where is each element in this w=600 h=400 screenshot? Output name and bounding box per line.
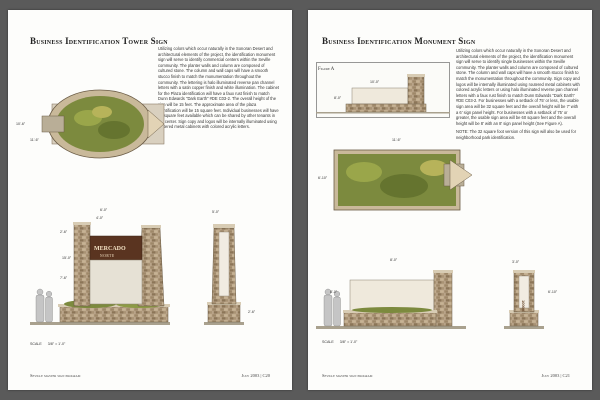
dim-label: 11'-6" [392,138,401,142]
figure-label: Figure A [318,67,335,72]
description-text: Utilizing colors which occur naturally i… [158,46,280,133]
scale-value: 3/8" = 1'-0" [339,340,358,344]
tower-plan-view [41,89,165,159]
left-page: Business Identification Tower Sign Utili… [8,10,292,390]
right-page: Business Identification Monument Sign Ut… [308,10,592,390]
dim-label: 7'-6" [60,276,68,280]
sign-text-norte: NORTE [100,254,115,258]
monument-number: 10000 [521,300,526,312]
dim-label: 10'-0" [370,80,380,84]
paragraph: NOTE: The 32 square foot version of this… [456,129,577,140]
dim-label: 6'-0" [100,208,108,212]
tower-side-elevation [204,224,244,325]
dim-label: 6'-10" [548,290,558,294]
sign-text-mercado: MERCADO [94,246,126,252]
dim-label: 5'-0" [212,210,220,214]
dim-label: 8'-0" [334,96,342,100]
footer-program-name: Seville master sign program [30,373,81,378]
footer-program-name: Seville master sign program [322,373,373,378]
dim-label: 8'-0" [330,290,338,294]
paragraph: Utilizing colors which occur naturally i… [158,46,279,130]
dim-label: 3'-0" [512,260,520,264]
monument-elevation-view [316,270,466,329]
page-number: July 2003 | C21 [541,373,570,378]
dim-label: 8'-0" [390,258,398,262]
monument-side-elevation [504,270,544,329]
paragraph: Utilizing colors which occur naturally i… [456,48,580,126]
page-number: July 2003 | C20 [241,373,270,378]
scale-label: SCALE [30,342,42,346]
scale-note: SCALE 3/8" = 1'-0" [30,342,65,346]
dim-label: 6'-10" [318,176,328,180]
scale-note: SCALE 3/8" = 1'-0" [322,340,357,344]
dim-label: 11'-6" [30,138,39,142]
tower-elevation-view [30,222,170,325]
figure-a-box [316,62,450,118]
dim-label: 2'-6" [60,230,68,234]
scale-value: 3/8" = 1'-0" [47,342,66,346]
page-title: Business Identification Tower Sign [30,36,168,46]
description-text: Utilizing colors which occur naturally i… [456,48,580,144]
monument-plan-view [333,149,473,211]
human-scale-figure [35,288,53,323]
dim-label: 4'-0" [96,216,104,220]
scale-label: SCALE [322,340,334,344]
dim-label: 2'-6" [248,310,256,314]
page-title: Business Identification Monument Sign [322,36,476,46]
dim-label: 15'-0" [62,256,72,260]
human-scale-figure [323,288,341,327]
dim-label: 10'-6" [16,122,26,126]
